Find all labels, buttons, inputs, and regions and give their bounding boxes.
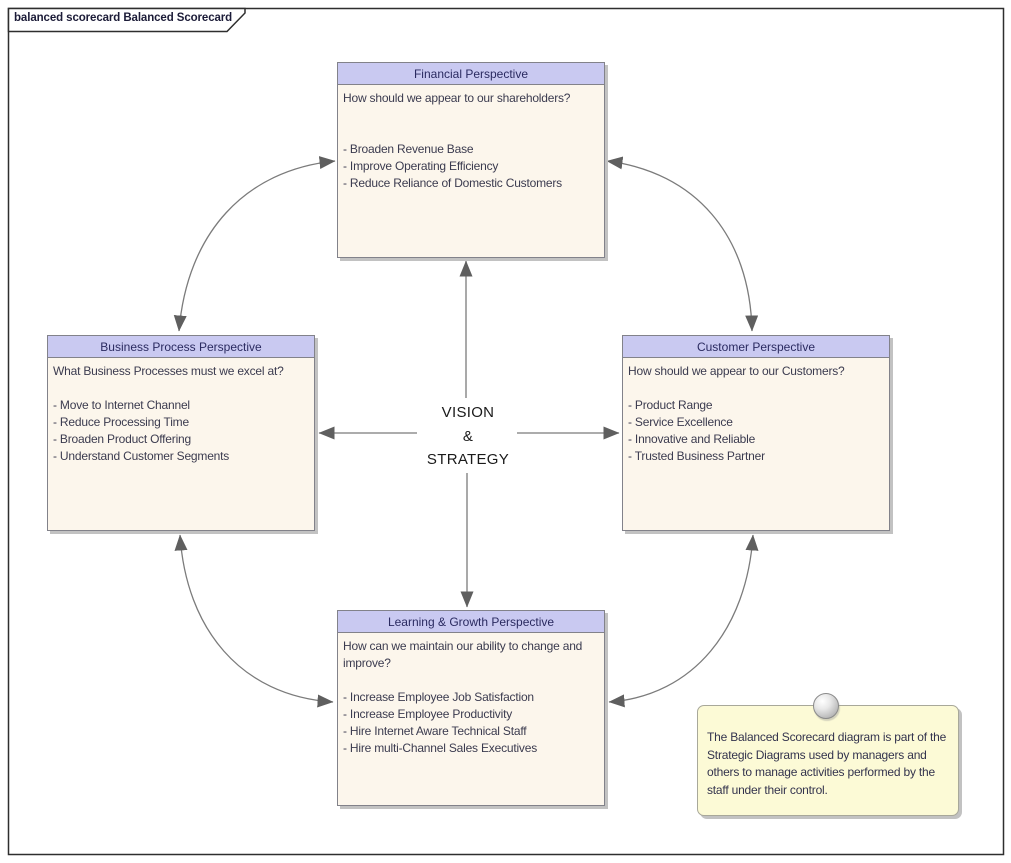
list-item: - Broaden Product Offering: [53, 432, 191, 446]
diagram-tab-label: balanced scorecard Balanced Scorecard: [14, 12, 233, 24]
connector-customer-learning[interactable]: [608, 534, 759, 708]
list-item: - Product Range: [628, 398, 713, 412]
list-item: - Broaden Revenue Base: [343, 142, 474, 156]
vision-strategy-line: VISION: [441, 404, 495, 421]
perspective-question-business-process: What Business Processes must we excel at…: [53, 364, 284, 378]
vision-strategy-line: &: [462, 427, 474, 445]
perspective-question-financial: How should we appear to our shareholders…: [343, 91, 571, 105]
perspective-body-financial: How should we appear to our shareholders…: [338, 85, 604, 192]
perspective-body-customer: How should we appear to our Customers? -…: [623, 358, 889, 465]
list-item: - Hire Internet Aware Technical Staff: [343, 724, 527, 738]
vision-strategy-line: STRATEGY: [426, 451, 510, 468]
list-item: - Understand Customer Segments: [53, 449, 230, 463]
list-item: - Hire multi-Channel Sales Executives: [343, 741, 538, 755]
list-item: - Increase Employee Productivity: [343, 707, 513, 721]
perspective-title-business-process: Business Process Perspective: [48, 336, 314, 358]
perspective-title-financial: Financial Perspective: [338, 63, 604, 85]
note-element[interactable]: The Balanced Scorecard diagram is part o…: [697, 693, 959, 816]
connector-financial-customer[interactable]: [606, 156, 759, 332]
connector-financial-business[interactable]: [173, 156, 336, 332]
list-item: - Reduce Processing Time: [53, 415, 189, 429]
perspective-body-learning-growth: How can we maintain our ability to chang…: [338, 633, 604, 757]
perspective-question-customer: How should we appear to our Customers?: [628, 364, 845, 378]
list-item: - Innovative and Reliable: [628, 432, 756, 446]
diagram-frame-border: [7, 7, 1005, 856]
connector-business-learning[interactable]: [174, 534, 334, 708]
perspective-title-customer: Customer Perspective: [623, 336, 889, 358]
perspective-box-financial[interactable]: Financial Perspective How should we appe…: [337, 62, 605, 258]
diagram-frame-tab: [7, 7, 246, 33]
perspective-box-business-process[interactable]: Business Process Perspective What Busine…: [47, 335, 315, 531]
list-item: - Reduce Reliance of Domestic Customers: [343, 176, 562, 190]
perspective-box-customer[interactable]: Customer Perspective How should we appea…: [622, 335, 890, 531]
perspective-question-learning-growth: How can we maintain our ability to chang…: [343, 639, 583, 670]
list-item: - Improve Operating Efficiency: [343, 159, 499, 173]
list-item: - Service Excellence: [628, 415, 733, 429]
note-pin-icon: [813, 693, 839, 719]
perspective-body-business-process: What Business Processes must we excel at…: [48, 358, 314, 465]
note-text: The Balanced Scorecard diagram is part o…: [707, 730, 947, 797]
vision-strategy-label[interactable]: VISION & STRATEGY: [393, 401, 543, 472]
list-item: - Increase Employee Job Satisfaction: [343, 690, 534, 704]
perspective-box-learning-growth[interactable]: Learning & Growth Perspective How can we…: [337, 610, 605, 806]
list-item: - Trusted Business Partner: [628, 449, 765, 463]
perspective-title-learning-growth: Learning & Growth Perspective: [338, 611, 604, 633]
list-item: - Move to Internet Channel: [53, 398, 190, 412]
